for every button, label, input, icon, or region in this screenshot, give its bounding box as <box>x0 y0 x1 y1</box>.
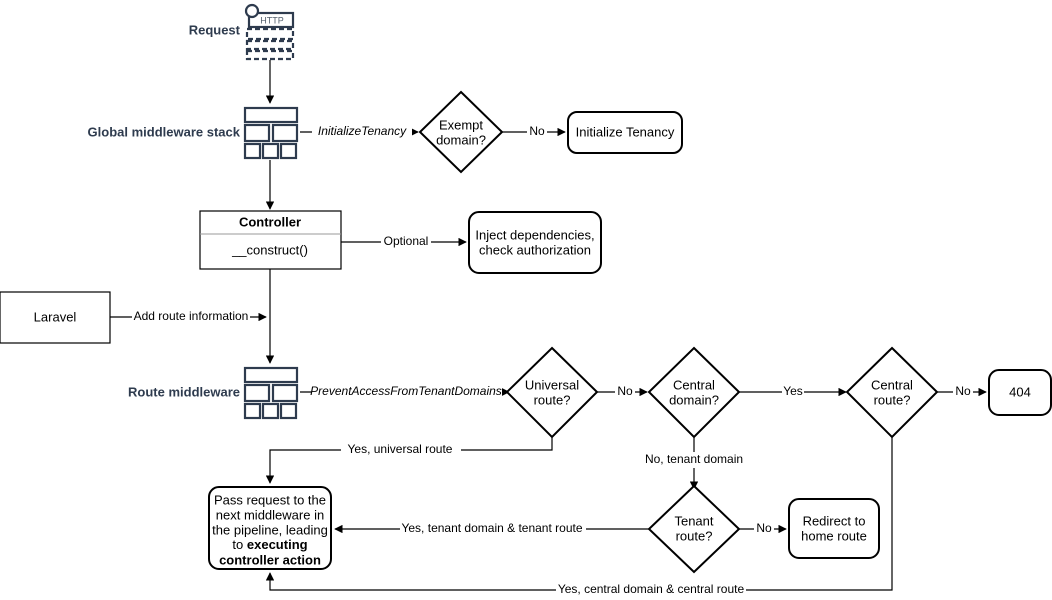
edge-label-optional: Optional <box>384 234 429 248</box>
svg-text:to executing: to executing <box>232 537 307 552</box>
edge-label-central-domain-yes: Yes <box>783 384 803 398</box>
node-universal-route-line1: Universal <box>525 377 579 392</box>
edge-label-yes-universal-route: Yes, universal route <box>348 442 453 456</box>
node-initialize-tenancy[interactable] <box>567 111 683 154</box>
node-inject-dependencies[interactable] <box>468 211 602 274</box>
node-exempt-domain-line1: Exempt <box>439 117 483 132</box>
node-pass-request-line4: to <box>232 537 246 552</box>
label-route-middleware: Route middleware <box>128 384 240 399</box>
node-exempt-domain[interactable] <box>418 90 504 174</box>
node-pass-request-line5-bold: controller action <box>219 552 321 567</box>
label-global-middleware-stack: Global middleware stack <box>88 124 241 139</box>
node-central-domain-line2: domain? <box>669 392 719 407</box>
node-tenant-route-line2: route? <box>676 528 713 543</box>
node-redirect-home-route[interactable] <box>788 498 880 559</box>
node-inject-line1: Inject dependencies, <box>475 227 594 242</box>
http-request-icon: HTTP <box>244 3 295 61</box>
node-tenant-route-line1: Tenant <box>674 513 713 528</box>
edge-label-prevent-access: PreventAccessFromTenantDomains <box>310 384 502 398</box>
node-controller-method: __construct() <box>231 242 308 257</box>
label-request: Request <box>189 22 241 37</box>
node-central-route-line1: Central <box>871 377 913 392</box>
edge-label-add-route-information: Add route information <box>134 309 249 323</box>
node-exempt-domain-line2: domain? <box>436 132 486 147</box>
edge-label-exempt-no: No <box>529 124 545 138</box>
edge-label-yes-central-domain-central-route: Yes, central domain & central route <box>558 582 745 596</box>
node-pass-request-line3: the pipeline, leading <box>212 522 328 537</box>
global-middleware-stack-icon <box>243 106 299 160</box>
edge-label-initialize-tenancy: InitializeTenancy <box>318 124 407 138</box>
node-404-label: 404 <box>1009 384 1031 399</box>
node-pass-request-line4-group: to executing <box>232 537 307 552</box>
node-tenant-route[interactable] <box>647 484 741 574</box>
node-pass-request[interactable] <box>208 486 332 570</box>
node-central-route-line2: route? <box>874 392 911 407</box>
node-central-domain-line1: Central <box>673 377 715 392</box>
node-redirect-line2: home route <box>801 528 867 543</box>
node-inject-line2: check authorization <box>479 242 591 257</box>
edge-label-tenant-route-no: No <box>756 521 772 535</box>
node-pass-request-line2: next middleware in <box>216 507 324 522</box>
node-pass-request-line1: Pass request to the <box>214 492 326 507</box>
node-universal-route-line2: route? <box>534 392 571 407</box>
node-laravel[interactable] <box>0 291 111 344</box>
edge-label-yes-tenant-domain-tenant-route: Yes, tenant domain & tenant route <box>401 521 582 535</box>
node-initialize-tenancy-label: Initialize Tenancy <box>576 124 675 139</box>
edge-label-central-route-no: No <box>955 384 971 398</box>
edge-label-universal-no: No <box>617 384 633 398</box>
http-icon-label: HTTP <box>260 15 284 25</box>
route-middleware-stack-icon <box>243 366 299 420</box>
edge-label-no-tenant-domain: No, tenant domain <box>645 452 743 466</box>
node-pass-request-line4-bold: executing <box>247 537 308 552</box>
node-404[interactable] <box>988 369 1052 416</box>
node-laravel-label: Laravel <box>34 309 77 324</box>
node-controller-header: Controller <box>239 214 301 229</box>
node-redirect-line1: Redirect to <box>803 513 866 528</box>
